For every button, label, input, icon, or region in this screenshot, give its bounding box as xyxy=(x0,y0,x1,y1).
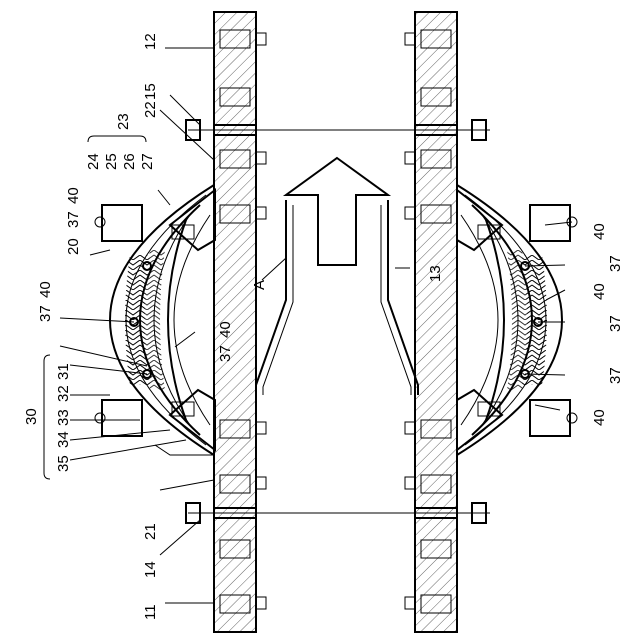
label-37-b: 37 xyxy=(37,305,54,322)
label-24: 24 xyxy=(85,153,102,170)
right-jacket xyxy=(457,185,577,455)
label-12: 12 xyxy=(142,33,159,50)
label-25: 25 xyxy=(103,153,120,170)
label-23: 23 xyxy=(115,113,132,130)
label-31: 31 xyxy=(55,363,72,380)
label-26: 26 xyxy=(121,153,138,170)
label-40-a: 40 xyxy=(65,187,82,204)
label-40-d: 40 xyxy=(591,223,608,240)
label-27: 27 xyxy=(139,153,156,170)
label-37-e: 37 xyxy=(607,315,624,332)
right-wall xyxy=(405,12,457,632)
label-37-d: 37 xyxy=(607,255,624,272)
label-14: 14 xyxy=(142,561,159,578)
label-30: 30 xyxy=(23,408,40,425)
label-37-c: 37 xyxy=(217,345,234,362)
label-33: 33 xyxy=(55,409,72,426)
label-37-a: 37 xyxy=(65,211,82,228)
label-40-e: 40 xyxy=(591,283,608,300)
flow-arrow xyxy=(286,158,388,265)
label-35: 35 xyxy=(55,455,72,472)
label-21: 21 xyxy=(142,523,159,540)
label-22: 22 xyxy=(142,101,159,118)
label-32: 32 xyxy=(55,385,72,402)
left-jacket xyxy=(95,185,215,455)
label-40-f: 40 xyxy=(591,409,608,426)
label-20: 20 xyxy=(65,238,82,255)
label-40-c: 40 xyxy=(217,321,234,338)
label-34: 34 xyxy=(55,431,72,448)
label-37-f: 37 xyxy=(607,367,624,384)
nozzle-tube xyxy=(256,200,418,395)
label-40-b: 40 xyxy=(37,281,54,298)
label-A: A xyxy=(251,280,268,290)
label-11: 11 xyxy=(142,604,159,620)
label-15: 15 xyxy=(142,83,159,100)
label-13: 13 xyxy=(427,265,444,282)
